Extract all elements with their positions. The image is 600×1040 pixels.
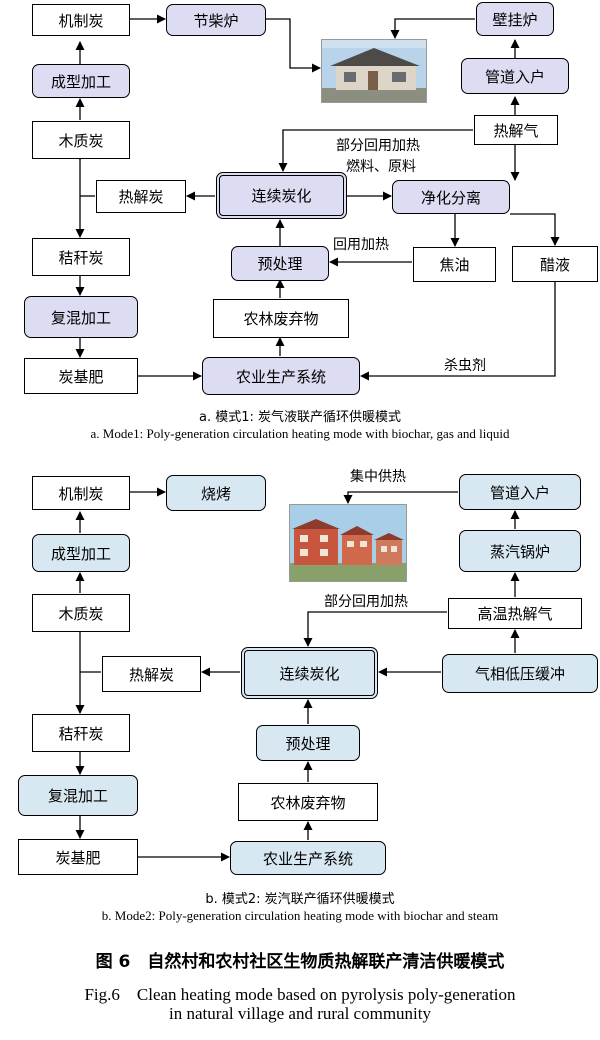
figure-title-cn: 图 6 自然村和农村社区生物质热解联产清洁供暖模式 bbox=[95, 952, 505, 972]
figure-title-en-1: Fig.6 Clean heating mode based on pyroly… bbox=[84, 985, 516, 1004]
box-a-jiegantan: 秸秆炭 bbox=[32, 238, 130, 276]
box-a-jiechailu: 节柴炉 bbox=[166, 4, 266, 36]
box-a-guandao: 管道入户 bbox=[461, 58, 569, 94]
box-a-jizhitan: 机制炭 bbox=[32, 4, 130, 36]
box-b-feiqiwu: 农林废弃物 bbox=[238, 783, 378, 821]
box-a-feiqiwu: 农林废弃物 bbox=[213, 299, 349, 338]
community-photo bbox=[289, 504, 407, 582]
label-a-bufen: 部分回用加热 bbox=[336, 138, 420, 154]
label-a-ranliao: 燃料、原料 bbox=[346, 159, 416, 175]
label-a-huiyong: 回用加热 bbox=[333, 237, 389, 253]
box-a-muzhitan: 木质炭 bbox=[32, 121, 130, 159]
box-b-jiegantan: 秸秆炭 bbox=[32, 714, 130, 752]
label-a-shachong: 杀虫剂 bbox=[444, 358, 486, 374]
caption-a-cn: a. 模式1: 炭气液联产循环供暖模式 bbox=[198, 410, 401, 425]
box-b-rejietan: 热解炭 bbox=[102, 656, 201, 692]
box-a-yuchuli: 预处理 bbox=[231, 246, 329, 281]
box-a-nongye: 农业生产系统 bbox=[202, 357, 360, 395]
box-b-fuhun: 复混加工 bbox=[18, 775, 138, 816]
box-a-jinghua: 净化分离 bbox=[392, 180, 510, 214]
label-b-jizhong: 集中供热 bbox=[350, 469, 406, 485]
box-b-tanjifei: 炭基肥 bbox=[18, 839, 138, 875]
box-b-guandao: 管道入户 bbox=[459, 474, 581, 510]
caption-b-en: b. Mode2: Poly-generation circulation he… bbox=[101, 908, 499, 923]
box-a-cuye: 醋液 bbox=[512, 246, 598, 282]
box-b-nongye: 农业生产系统 bbox=[230, 841, 386, 875]
figure-title-en-2: in natural village and rural community bbox=[168, 1004, 431, 1023]
box-a-lianxu: 连续炭化 bbox=[216, 172, 347, 219]
box-a-rejieqi: 热解气 bbox=[474, 115, 558, 145]
box-b-yuchuli: 预处理 bbox=[256, 725, 360, 761]
box-b-lianxu: 连续炭化 bbox=[241, 647, 378, 699]
caption-a-en: a. Mode1: Poly-generation circulation he… bbox=[90, 426, 510, 441]
house-photo bbox=[321, 39, 427, 103]
box-b-qixiang: 气相低压缓冲 bbox=[442, 654, 598, 693]
box-b-jizhitan: 机制炭 bbox=[32, 476, 130, 510]
box-a-fuhun: 复混加工 bbox=[24, 296, 138, 338]
box-a-biguailu: 壁挂炉 bbox=[476, 2, 554, 36]
label-b-bufen: 部分回用加热 bbox=[324, 594, 408, 610]
box-a-chengxing: 成型加工 bbox=[32, 64, 130, 98]
box-b-zhengqi: 蒸汽锅炉 bbox=[459, 530, 581, 572]
box-a-rejietan: 热解炭 bbox=[96, 180, 186, 213]
box-b-muzhitan: 木质炭 bbox=[32, 594, 130, 632]
box-a-tanjifei: 炭基肥 bbox=[24, 358, 138, 394]
box-b-chengxing: 成型加工 bbox=[32, 534, 130, 572]
box-b-gaowen: 高温热解气 bbox=[448, 598, 582, 629]
box-b-shaokao: 烧烤 bbox=[166, 475, 266, 511]
box-a-jiaoyou: 焦油 bbox=[413, 247, 496, 282]
caption-b-cn: b. 模式2: 炭汽联产循环供暖模式 bbox=[205, 892, 395, 907]
